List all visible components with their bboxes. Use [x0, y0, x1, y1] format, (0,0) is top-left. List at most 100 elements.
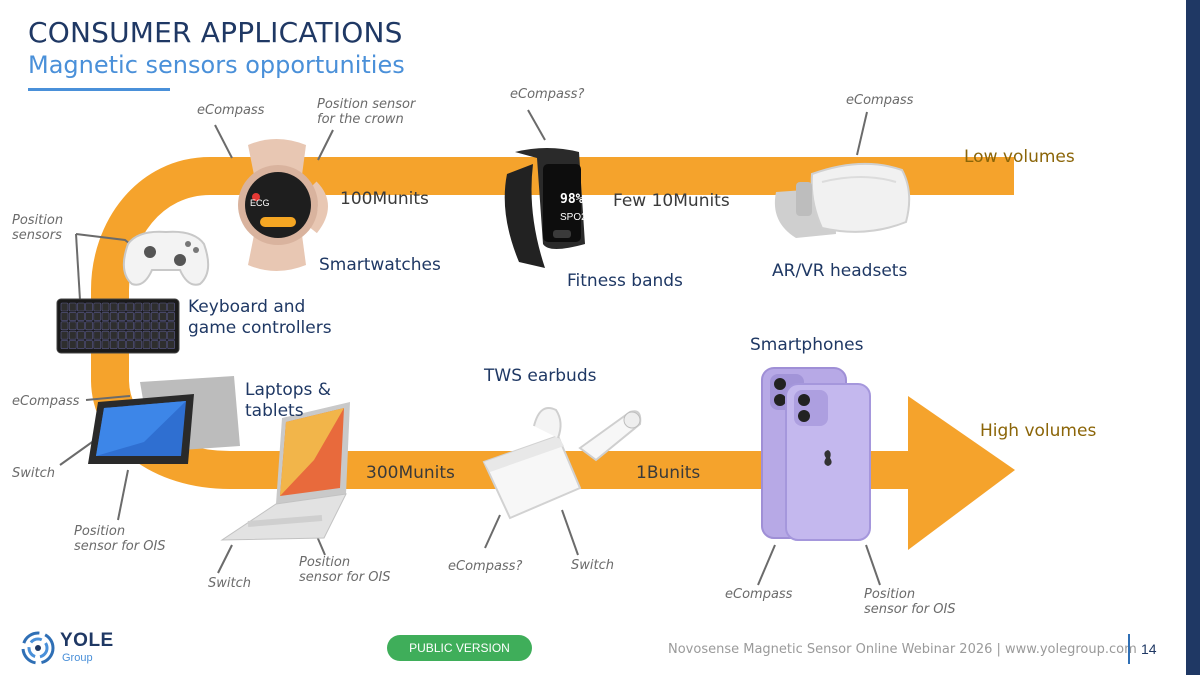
volume-watches: 100Munits [340, 189, 429, 209]
keyboard-key [159, 302, 167, 312]
keyboard-key [85, 302, 93, 312]
keyboard-key [159, 312, 167, 321]
leader-laptop-switch [217, 544, 233, 574]
keyboard-key [150, 302, 159, 312]
keyboard-key [134, 321, 143, 331]
high-volumes-label: High volumes [980, 421, 1097, 441]
keyboard-key [85, 321, 93, 331]
ann-tablet-ois: Position sensor for OIS [74, 524, 166, 554]
low-volumes-label: Low volumes [964, 147, 1075, 167]
ann-vr-ecompass: eCompass [846, 93, 914, 108]
ann-watch-crown: Position sensor for the crown [317, 97, 416, 127]
yole-logo-icon [21, 631, 55, 665]
title-underline [28, 88, 170, 91]
volume-laptops: 300Munits [366, 463, 455, 483]
leader-phone-ois [865, 544, 881, 586]
keyboard-key [167, 321, 175, 331]
leader-vr-ecompass [856, 111, 868, 156]
keyboard-key [109, 321, 118, 331]
keyboard-key [68, 340, 77, 349]
keyboard-key [109, 330, 118, 340]
keyboard-key [118, 302, 126, 312]
label-tws-earbuds: TWS earbuds [484, 366, 597, 386]
keyboard-key [93, 302, 102, 312]
keyboard-key [85, 330, 93, 340]
watch-screen-text: ECG [250, 198, 270, 208]
ann-laptop-switch: Switch [208, 576, 251, 591]
keyboard-key [93, 312, 102, 321]
ann-band-ecompass: eCompass? [510, 87, 585, 102]
page-title: CONSUMER APPLICATIONS [28, 16, 403, 49]
footer-webinar-text: Novosense Magnetic Sensor Online Webinar… [668, 642, 1137, 657]
keyboard-key [93, 340, 102, 349]
keyboard-key [68, 321, 77, 331]
tablet-image [88, 376, 240, 464]
keyboard-key [167, 340, 175, 349]
keyboard-key [85, 312, 93, 321]
game-controller-image [122, 230, 210, 286]
keyboard-key [134, 340, 143, 349]
keyboard-key [118, 330, 126, 340]
keyboard-key [126, 321, 134, 331]
label-fitness-bands: Fitness bands [567, 271, 683, 291]
keyboard-key [68, 330, 77, 340]
keyboard-key [60, 312, 69, 321]
keyboard-key [142, 302, 151, 312]
keyboard-key [77, 302, 85, 312]
keyboard-key [142, 330, 151, 340]
keyboard-image [56, 298, 180, 354]
keyboard-key [134, 302, 143, 312]
keyboard-key [85, 340, 93, 349]
keyboard-key [77, 312, 85, 321]
laptop-image [220, 402, 350, 541]
keyboard-key [101, 302, 110, 312]
smartwatch-image [238, 139, 328, 271]
keyboard-key [60, 330, 69, 340]
leader-watch-ecompass [214, 124, 233, 159]
keyboard-key [167, 302, 175, 312]
keyboard-key [101, 330, 110, 340]
keyboard-key [159, 330, 167, 340]
keyboard-key [77, 321, 85, 331]
ann-watch-ecompass: eCompass [197, 103, 265, 118]
yole-logo-text: YOLE [60, 630, 114, 651]
keyboard-key [134, 330, 143, 340]
keyboard-key [126, 312, 134, 321]
keyboard-key [159, 340, 167, 349]
smartphones-image [761, 367, 871, 541]
keyboard-key [93, 330, 102, 340]
ann-controller-position: Position sensors [12, 213, 64, 243]
page-number: 14 [1141, 641, 1157, 657]
ann-phone-ecompass: eCompass [725, 587, 793, 602]
keyboard-key [142, 321, 151, 331]
keyboard-key [77, 330, 85, 340]
keyboard-key [109, 340, 118, 349]
keyboard-key [93, 321, 102, 331]
keyboard-key [126, 330, 134, 340]
public-version-badge: PUBLIC VERSION [387, 635, 532, 661]
band-screen-percent: 98% [560, 192, 584, 207]
arrow-head [908, 396, 1015, 550]
ann-tablet-switch: Switch [12, 466, 55, 481]
ann-earbud-ecompass: eCompass? [448, 559, 523, 574]
vr-headset-image [774, 162, 911, 238]
right-edge-bar [1186, 0, 1200, 675]
leader-band-ecompass [527, 109, 546, 141]
keyboard-key [118, 321, 126, 331]
leader-keyboard-position [75, 233, 81, 301]
leader-watch-crown [317, 129, 334, 161]
keyboard-key [60, 321, 69, 331]
keyboard-key [167, 330, 175, 340]
keyboard-key [126, 340, 134, 349]
keyboard-key [109, 302, 118, 312]
keyboard-key [60, 340, 69, 349]
keyboard-key [142, 340, 151, 349]
yole-logo-subtext: Group [62, 652, 93, 664]
leader-earbud-switch [561, 509, 579, 556]
ann-earbud-switch: Switch [571, 558, 614, 573]
volume-earbuds: 1Bunits [636, 463, 701, 483]
keyboard-key [126, 302, 134, 312]
band-screen-label: SPO2 [560, 212, 587, 223]
